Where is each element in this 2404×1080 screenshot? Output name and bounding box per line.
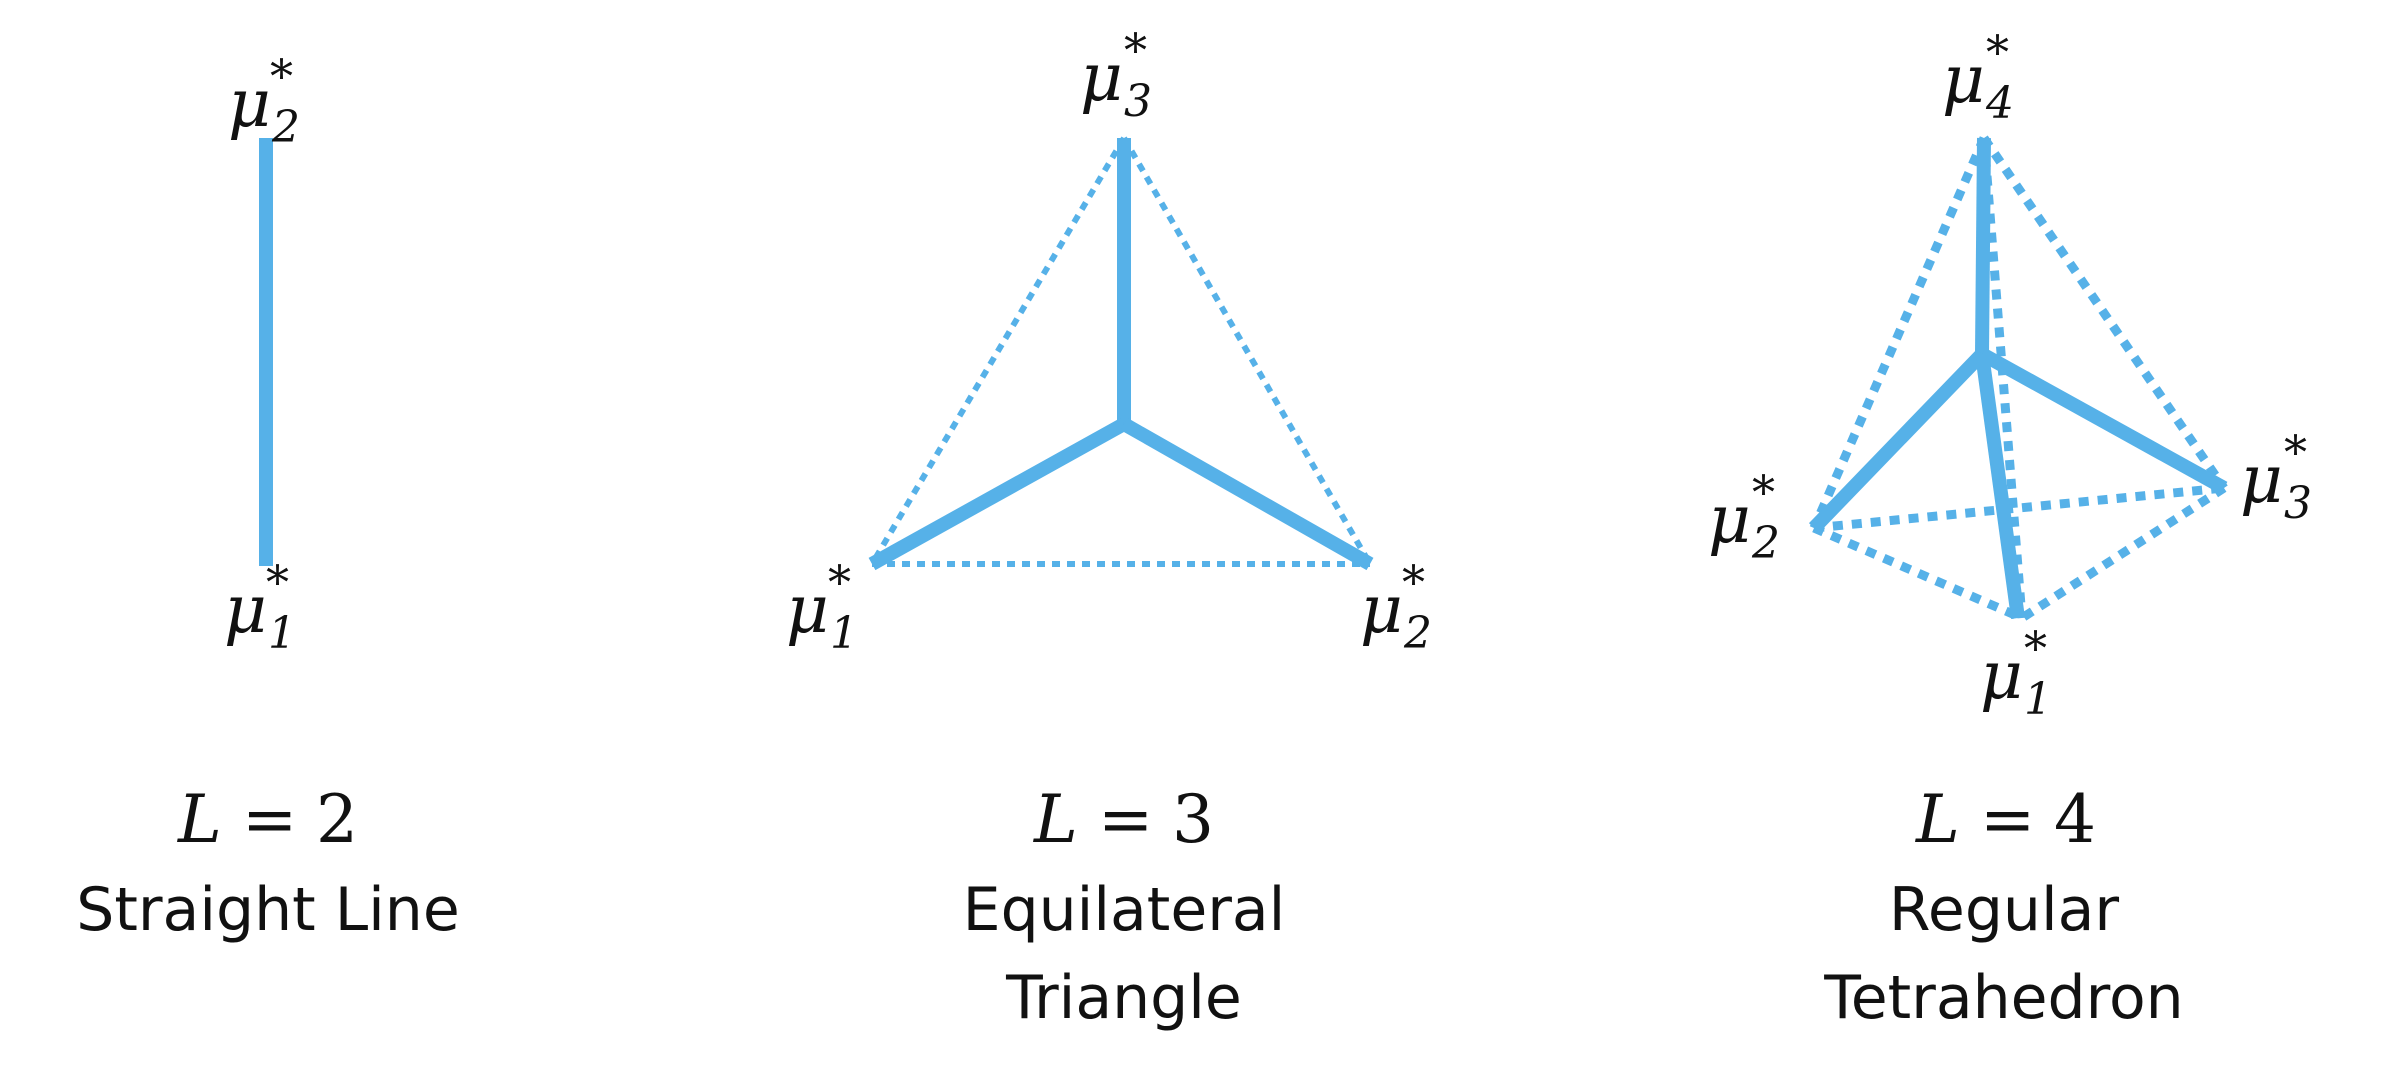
tetra-edge-top-bottom bbox=[1979, 137, 2027, 619]
tetra-edge-top-left bbox=[1809, 136, 1989, 530]
equation-l2: L = 2 bbox=[177, 781, 358, 858]
tetra-spoke-top bbox=[1975, 137, 1991, 355]
tetra-spoke-right bbox=[1978, 347, 2228, 495]
caption-straight-line: Straight Line bbox=[76, 875, 459, 945]
svg-text:3: 3 bbox=[1172, 781, 1214, 858]
svg-text:2: 2 bbox=[1403, 608, 1432, 659]
tetra-edge-top-right bbox=[1980, 135, 2228, 491]
svg-text:*: * bbox=[1402, 555, 1425, 609]
svg-text:2: 2 bbox=[1751, 518, 1780, 569]
equation-l4: L = 4 bbox=[1915, 781, 2096, 858]
svg-text:μ: μ bbox=[2240, 441, 2283, 518]
vertex-label-mu2: μ 2 * bbox=[1360, 555, 1432, 659]
triangle-edge-left bbox=[869, 136, 1127, 566]
svg-text:*: * bbox=[1986, 25, 2009, 79]
svg-text:4: 4 bbox=[1985, 78, 2014, 129]
svg-text:μ: μ bbox=[1942, 41, 1985, 118]
tetra-edge-left-right bbox=[1813, 483, 2225, 533]
svg-text:3: 3 bbox=[2284, 478, 2312, 529]
svg-text:*: * bbox=[1124, 23, 1147, 77]
vertex-label-mu1: μ 1 * bbox=[786, 555, 858, 659]
svg-text:3: 3 bbox=[1124, 76, 1152, 127]
vertex-label-mu1: μ 1 * bbox=[1980, 621, 2052, 725]
svg-text:L: L bbox=[1033, 781, 1078, 858]
panel-regular-tetrahedron: μ 4 * μ 2 * μ 3 * μ 1 * L = 4 Regular Te… bbox=[1708, 25, 2312, 1033]
triangle-spoke-right bbox=[1120, 417, 1374, 571]
svg-text:1: 1 bbox=[830, 608, 858, 659]
caption-triangle: Triangle bbox=[1005, 963, 1242, 1033]
svg-text:=: = bbox=[1980, 781, 2035, 858]
svg-text:1: 1 bbox=[2024, 674, 2052, 725]
tetra-spoke-left bbox=[1808, 349, 1988, 533]
vertex-label-mu2: μ 2 * bbox=[1708, 465, 1780, 569]
svg-text:μ: μ bbox=[224, 571, 267, 648]
panel-straight-line: μ 2 * μ 1 * L = 2 Straight Line bbox=[76, 49, 459, 945]
svg-text:4: 4 bbox=[2054, 781, 2096, 858]
svg-text:*: * bbox=[2024, 621, 2047, 675]
vertex-label-mu1: μ 1 * bbox=[224, 555, 296, 659]
caption-regular: Regular bbox=[1889, 875, 2119, 945]
caption-equilateral: Equilateral bbox=[963, 875, 1286, 945]
svg-text:μ: μ bbox=[228, 65, 271, 142]
svg-text:L: L bbox=[1915, 781, 1960, 858]
triangle-edge-right bbox=[1121, 136, 1373, 566]
triangle-spoke-left bbox=[868, 417, 1128, 571]
vertex-label-mu3: μ 3 * bbox=[2240, 425, 2312, 529]
svg-text:μ: μ bbox=[1360, 571, 1403, 648]
svg-text:μ: μ bbox=[786, 571, 829, 648]
panel-equilateral-triangle: μ 3 * μ 1 * μ 2 * L = 3 Equilateral Tria… bbox=[786, 23, 1432, 1033]
vertex-label-mu3: μ 3 * bbox=[1080, 23, 1152, 127]
svg-text:*: * bbox=[828, 555, 851, 609]
svg-text:μ: μ bbox=[1980, 637, 2023, 714]
tetra-edge-right-bottom bbox=[2019, 484, 2227, 622]
equation-l3: L = 3 bbox=[1033, 781, 1214, 858]
svg-text:1: 1 bbox=[268, 608, 296, 659]
svg-text:*: * bbox=[270, 49, 293, 103]
svg-text:μ: μ bbox=[1708, 481, 1751, 558]
svg-text:2: 2 bbox=[316, 781, 358, 858]
svg-text:2: 2 bbox=[271, 102, 300, 153]
svg-text:*: * bbox=[266, 555, 289, 609]
vertex-label-mu2: μ 2 * bbox=[228, 49, 300, 153]
caption-tetrahedron: Tetrahedron bbox=[1823, 963, 2183, 1033]
svg-text:*: * bbox=[1752, 465, 1775, 519]
tetra-edge-left-bottom bbox=[1812, 523, 2024, 623]
svg-text:=: = bbox=[1098, 781, 1153, 858]
svg-text:L: L bbox=[177, 781, 222, 858]
svg-text:=: = bbox=[242, 781, 297, 858]
vertex-label-mu4: μ 4 * bbox=[1942, 25, 2014, 129]
tetra-spoke-bottom bbox=[1975, 353, 2025, 619]
svg-text:*: * bbox=[2284, 425, 2307, 479]
svg-text:μ: μ bbox=[1080, 39, 1123, 116]
